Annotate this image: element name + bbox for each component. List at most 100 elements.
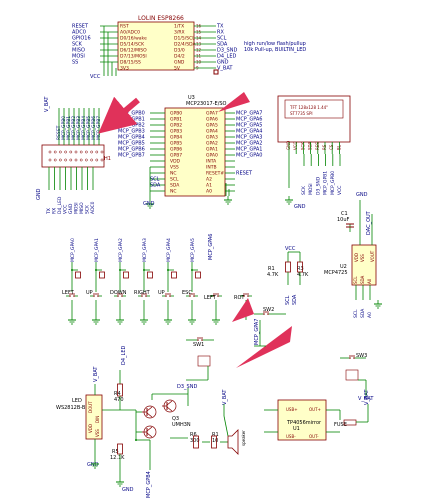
button-switch bbox=[162, 293, 174, 297]
lolin-vcc-label: VCC bbox=[90, 74, 101, 80]
amp-r6-val: 300 bbox=[190, 438, 200, 444]
tft-gnd-label: GND bbox=[294, 204, 306, 210]
button-pullup bbox=[147, 271, 153, 279]
mcp-left-pin: NC bbox=[170, 171, 177, 177]
lolin-right-net: RX bbox=[217, 30, 224, 36]
amp-vbat: V_BAT bbox=[222, 389, 228, 405]
button-switch bbox=[240, 293, 252, 297]
lolin-right-pin: D3/0 bbox=[174, 48, 185, 54]
mcp-right-pin: INTA bbox=[206, 159, 217, 165]
mcp-right-pin: GPA5 bbox=[206, 123, 218, 129]
tft-pin: RS bbox=[322, 144, 327, 150]
switch-contact bbox=[201, 339, 203, 341]
charger-body bbox=[277, 399, 327, 441]
mcp-left-pin: GPB5 bbox=[170, 141, 182, 147]
mcp-right-pin: INTB bbox=[206, 165, 217, 171]
tft-net: MCP_GPB0 bbox=[330, 171, 336, 195]
led-wiring bbox=[91, 370, 151, 487]
lolin-left-net: RESET bbox=[72, 24, 89, 30]
pullups-block: VCC R1 4.7K R3 4.7K SCL SDA bbox=[267, 246, 309, 305]
led-din: DIN bbox=[95, 416, 100, 423]
amp-speaker: speaker bbox=[241, 430, 246, 446]
arrow-to-mcp bbox=[232, 90, 266, 98]
button-label: LEFT bbox=[62, 290, 75, 296]
lolin-left-net: ADC0 bbox=[72, 30, 86, 36]
mcp-left-pin: GPB0 bbox=[170, 111, 182, 117]
tft-pin: RES bbox=[315, 142, 320, 150]
led-block: LED WS2812B-B V_BAT D4_LED R4 470 DOUT D… bbox=[56, 346, 152, 498]
tft-pin: CS bbox=[329, 144, 334, 150]
mcp-left-pin: VSS bbox=[170, 165, 179, 171]
switch-contact bbox=[263, 313, 265, 315]
header-pin bbox=[69, 150, 73, 154]
transistor-collector bbox=[146, 426, 153, 432]
lolin-right-net: V_BAT bbox=[217, 66, 233, 72]
button-net: MCP_GPA4 bbox=[166, 238, 172, 262]
arrow-to-rot bbox=[232, 298, 254, 322]
pullup-r2-ref: R3 bbox=[297, 266, 304, 272]
pullup-r2-val: 4.7K bbox=[297, 272, 309, 278]
charger-pin-outm: OUT- bbox=[309, 434, 319, 439]
charger-pin-outp: OUT+ bbox=[309, 407, 321, 412]
mcp-left-net: MCP_GPB7 bbox=[118, 153, 145, 159]
header-pin bbox=[90, 158, 93, 162]
header-pin bbox=[85, 150, 88, 154]
button-net: MCP_GPA2 bbox=[118, 238, 124, 262]
led-title-1: LED bbox=[72, 398, 82, 404]
header-bottom-net: MOSI bbox=[74, 202, 80, 214]
mcp-left-net: MCP_GPB6 bbox=[118, 147, 145, 153]
mcp-right-net: MCP_GPA2 bbox=[236, 141, 263, 147]
switch-circuits bbox=[186, 311, 367, 396]
led-dout: DOUT bbox=[88, 401, 93, 413]
amp-r1-ref: R1 bbox=[212, 432, 219, 438]
mcp-right-pin: GPA7 bbox=[206, 111, 218, 117]
lolin-right-net: D3_SND bbox=[217, 48, 237, 54]
amp-wiring bbox=[136, 388, 239, 455]
button-pullup bbox=[123, 271, 129, 279]
tft-net: MCP_GPB1 bbox=[323, 171, 329, 195]
sw3-vbat-label: V_BAT bbox=[358, 396, 374, 402]
pullup-net-sda: SDA bbox=[292, 294, 298, 305]
tft-pin: VCC bbox=[293, 141, 298, 150]
switch-contact bbox=[353, 357, 355, 359]
lolin-right-pin: 1/TX bbox=[174, 24, 184, 30]
mcp-left-pin: GPB2 bbox=[170, 123, 182, 129]
mcp-left-pin: GPB6 bbox=[170, 147, 182, 153]
sw2-switch bbox=[260, 311, 272, 315]
charger-ref: U1 bbox=[293, 426, 300, 432]
amp-q-part: UMH3N bbox=[172, 422, 191, 428]
mcp23017-block: U3 MCP23017-E/SO GPB0MCP_GPB0GPB1MCP_GPB… bbox=[118, 95, 263, 209]
header-ref: H1 bbox=[104, 156, 111, 162]
led-r4-val: 470 bbox=[114, 397, 124, 403]
header-pin bbox=[90, 150, 93, 154]
lolin-left-pin: D8/15/SS bbox=[120, 60, 141, 66]
switch-contact bbox=[349, 357, 351, 359]
mcp-right-net: MCP_GPA3 bbox=[236, 135, 263, 141]
charger-vbat: V_BAT bbox=[364, 389, 370, 405]
lolin-left-net: GPIO16 bbox=[72, 36, 91, 42]
transistor-collector bbox=[146, 406, 153, 412]
wire bbox=[223, 415, 229, 437]
button-switch bbox=[210, 293, 222, 297]
junction bbox=[135, 439, 137, 441]
amp-r1 bbox=[211, 435, 217, 449]
button-label: ESC bbox=[182, 290, 192, 296]
button-net: MCP_GPA3 bbox=[142, 238, 148, 262]
mcp-right-pin: A1 bbox=[206, 183, 212, 189]
amp-block: V_BAT Q3 UMH3N R6 300 R1 10 speaker bbox=[172, 389, 246, 446]
led-gnd-2: GND bbox=[122, 487, 134, 493]
lolin-right-net: D4_LED bbox=[217, 54, 236, 60]
mcp-gnd-label: GND bbox=[143, 201, 155, 207]
switch-contact bbox=[267, 313, 269, 315]
d3-snd-label: D3_SND bbox=[177, 384, 197, 390]
header-pin bbox=[95, 158, 99, 162]
lolin-right-net: GND bbox=[217, 60, 229, 66]
speaker-icon bbox=[227, 429, 239, 455]
header-pin bbox=[53, 150, 57, 154]
pullup-r1 bbox=[285, 261, 291, 273]
q3a-transistor bbox=[142, 405, 157, 419]
